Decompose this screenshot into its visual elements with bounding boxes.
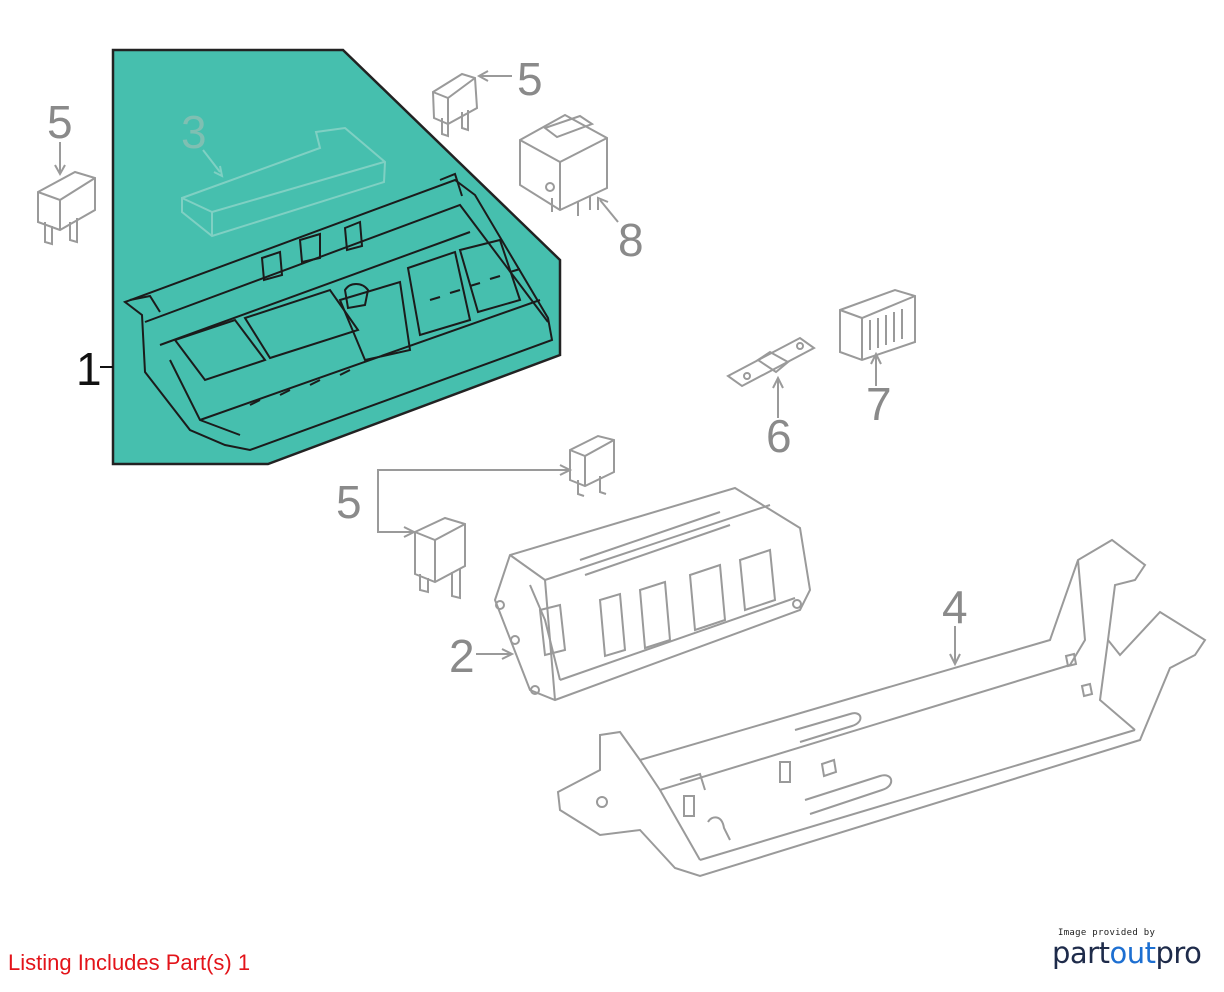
callout-4: 4 [942, 581, 968, 633]
part-1-fuse-box[interactable] [122, 172, 554, 452]
part-5-fuse-top[interactable] [431, 72, 479, 138]
part-8-relay[interactable] [519, 113, 608, 216]
image-credit: Image provided by partoutpro [1052, 928, 1212, 968]
part-5-fuse-left[interactable] [37, 170, 96, 246]
partoutpro-logo[interactable]: partoutpro [1052, 938, 1212, 968]
part-7-connector[interactable] [839, 288, 916, 362]
part-1-highlight[interactable] [111, 48, 562, 466]
part-4-tray[interactable] [556, 538, 1207, 878]
callout-1: 1 [76, 343, 102, 395]
credit-caption: Image provided by [1058, 928, 1156, 938]
callout-8: 8 [618, 214, 644, 266]
callout-7: 7 [866, 378, 892, 430]
part-6-strap[interactable] [726, 336, 816, 388]
callout-5-middle: 5 [336, 476, 362, 528]
callout-5-left: 5 [47, 96, 73, 148]
part-3-cover[interactable] [181, 126, 387, 238]
part-2-fuse-block[interactable] [493, 486, 812, 702]
part-5-fuse-middle-a[interactable] [569, 434, 615, 497]
callout-3: 3 [181, 106, 207, 158]
logo-out: out [1109, 936, 1156, 970]
logo-pro: pro [1155, 936, 1202, 970]
listing-note: Listing Includes Part(s) 1 [8, 950, 251, 975]
logo-part: part [1052, 936, 1110, 970]
callout-5-top: 5 [517, 53, 543, 105]
callout-6: 6 [766, 410, 792, 462]
callout-2: 2 [449, 630, 475, 682]
leader-lines [54, 70, 961, 667]
part-5-fuse-middle-b[interactable] [414, 516, 466, 600]
